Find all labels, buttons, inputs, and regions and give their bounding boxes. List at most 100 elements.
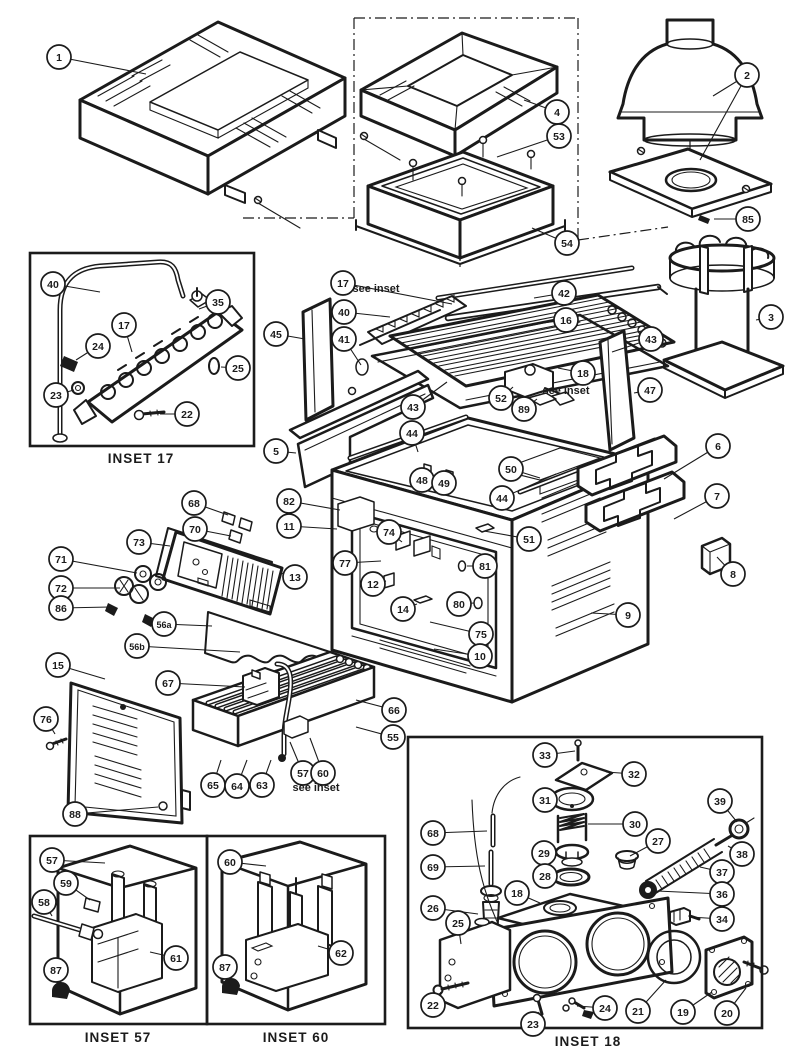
callout-number: 16 <box>560 315 572 327</box>
callout-number: 4 <box>554 107 560 119</box>
callout-number: 81 <box>479 561 491 573</box>
callout-number: 51 <box>523 534 535 546</box>
screw-icons-drafthood <box>408 135 536 197</box>
callout-number: 13 <box>289 572 301 584</box>
callout-number: 65 <box>207 780 219 792</box>
leader-line <box>74 806 159 815</box>
callout-balloon-44: 44 <box>489 485 515 511</box>
callout-balloon-85: 85 <box>735 206 761 232</box>
callout-number: 66 <box>388 705 400 717</box>
callout-balloon-3: 3 <box>758 304 784 330</box>
callout-balloon-2: 2 <box>734 62 760 88</box>
callout-number: 18 <box>511 888 523 900</box>
callout-number: 74 <box>383 527 395 539</box>
callout-number: 41 <box>338 334 350 346</box>
callout-number: 17 <box>337 278 349 290</box>
callout-balloon-62: 62 <box>328 940 354 966</box>
callout-balloon-14: 14 <box>390 596 416 622</box>
callout-number: 80 <box>453 599 465 611</box>
callout-number: 10 <box>474 651 486 663</box>
inset-box-border <box>406 735 764 1030</box>
callout-balloon-65: 65 <box>200 772 226 798</box>
callout-number: 59 <box>60 878 72 890</box>
callout-balloon-45: 45 <box>263 321 289 347</box>
gas-valve-on-tray <box>242 667 280 706</box>
callout-balloon-82: 82 <box>276 488 302 514</box>
callout-balloon-63: 63 <box>249 772 275 798</box>
callout-number: 77 <box>339 558 351 570</box>
callout-number: 23 <box>50 390 62 402</box>
callout-number: 1 <box>56 52 62 64</box>
callout-number: 44 <box>406 428 418 440</box>
callout-balloon-34: 34 <box>709 906 735 932</box>
callout-number: 87 <box>50 965 62 977</box>
callout-balloon-23: 23 <box>520 1011 546 1037</box>
callout-number: 64 <box>231 781 243 793</box>
part-flue-frame <box>359 31 559 158</box>
callout-balloon-32: 32 <box>621 761 647 787</box>
callout-balloon-38: 38 <box>729 841 755 867</box>
callout-number: 30 <box>629 819 641 831</box>
callout-balloon-51: 51 <box>516 526 542 552</box>
callout-balloon-18: 18 <box>570 360 596 386</box>
part-56a-strip <box>204 611 331 664</box>
callout-balloon-36: 36 <box>709 881 735 907</box>
leader-line <box>60 558 138 574</box>
callout-balloon-87: 87 <box>43 957 69 983</box>
callout-balloon-71: 71 <box>48 546 74 572</box>
part-vent-cap <box>608 18 773 224</box>
callout-number: 70 <box>189 524 201 536</box>
callout-balloon-23: 23 <box>43 382 69 408</box>
callout-balloon-28: 28 <box>532 863 558 889</box>
callout-balloon-6: 6 <box>705 433 731 459</box>
callout-number: 68 <box>188 498 200 510</box>
callout-number: 19 <box>677 1007 689 1019</box>
leader-line <box>167 682 246 688</box>
flange-19 <box>704 935 754 1000</box>
screw-icons-vent <box>636 146 751 224</box>
callout-number: 60 <box>224 857 236 869</box>
callout-number: 50 <box>505 464 517 476</box>
callout-number: 52 <box>495 393 507 405</box>
pilot-plug-34 <box>669 907 701 926</box>
callout-balloon-57: 57 <box>39 847 65 873</box>
callout-number: 24 <box>92 341 104 353</box>
inset60-art <box>220 840 368 1012</box>
callout-balloon-16: 16 <box>553 307 579 333</box>
callout-number: 17 <box>118 320 130 332</box>
callout-number: 42 <box>558 288 570 300</box>
callout-balloon-49: 49 <box>431 470 457 496</box>
callout-balloon-64: 64 <box>224 773 250 799</box>
callout-number: 47 <box>644 385 656 397</box>
callout-balloon-47: 47 <box>637 377 663 403</box>
callout-number: 31 <box>539 795 551 807</box>
spring-rod-37 <box>645 817 755 895</box>
callout-number: 45 <box>270 329 282 341</box>
callout-number: 57 <box>297 768 309 780</box>
callout-balloon-26: 26 <box>420 895 446 921</box>
callout-balloon-87: 87 <box>212 954 238 980</box>
callout-number: 68 <box>427 828 439 840</box>
callout-number: 62 <box>335 948 347 960</box>
callout-balloon-17: 17 <box>111 312 137 338</box>
callout-balloon-31: 31 <box>532 787 558 813</box>
callout-balloon-4: 4 <box>544 99 570 125</box>
callout-number: 39 <box>714 796 726 808</box>
callout-balloon-5: 5 <box>263 438 289 464</box>
callout-number: 7 <box>714 491 720 503</box>
callout-balloon-58: 58 <box>31 889 57 915</box>
callout-number: 22 <box>427 1000 439 1012</box>
callout-balloon-54: 54 <box>554 230 580 256</box>
callout-balloon-88: 88 <box>62 801 88 827</box>
callout-number: 60 <box>317 768 329 780</box>
callout-balloon-56b: 56b <box>124 633 150 659</box>
callout-number: 32 <box>628 769 640 781</box>
callout-number: 28 <box>539 871 551 883</box>
callout-number: 38 <box>736 849 748 861</box>
inset18-art <box>432 739 769 1019</box>
callout-balloon-74: 74 <box>376 519 402 545</box>
callout-number: 2 <box>744 70 750 82</box>
callout-number: 37 <box>716 867 728 879</box>
callout-balloon-76: 76 <box>33 706 59 732</box>
